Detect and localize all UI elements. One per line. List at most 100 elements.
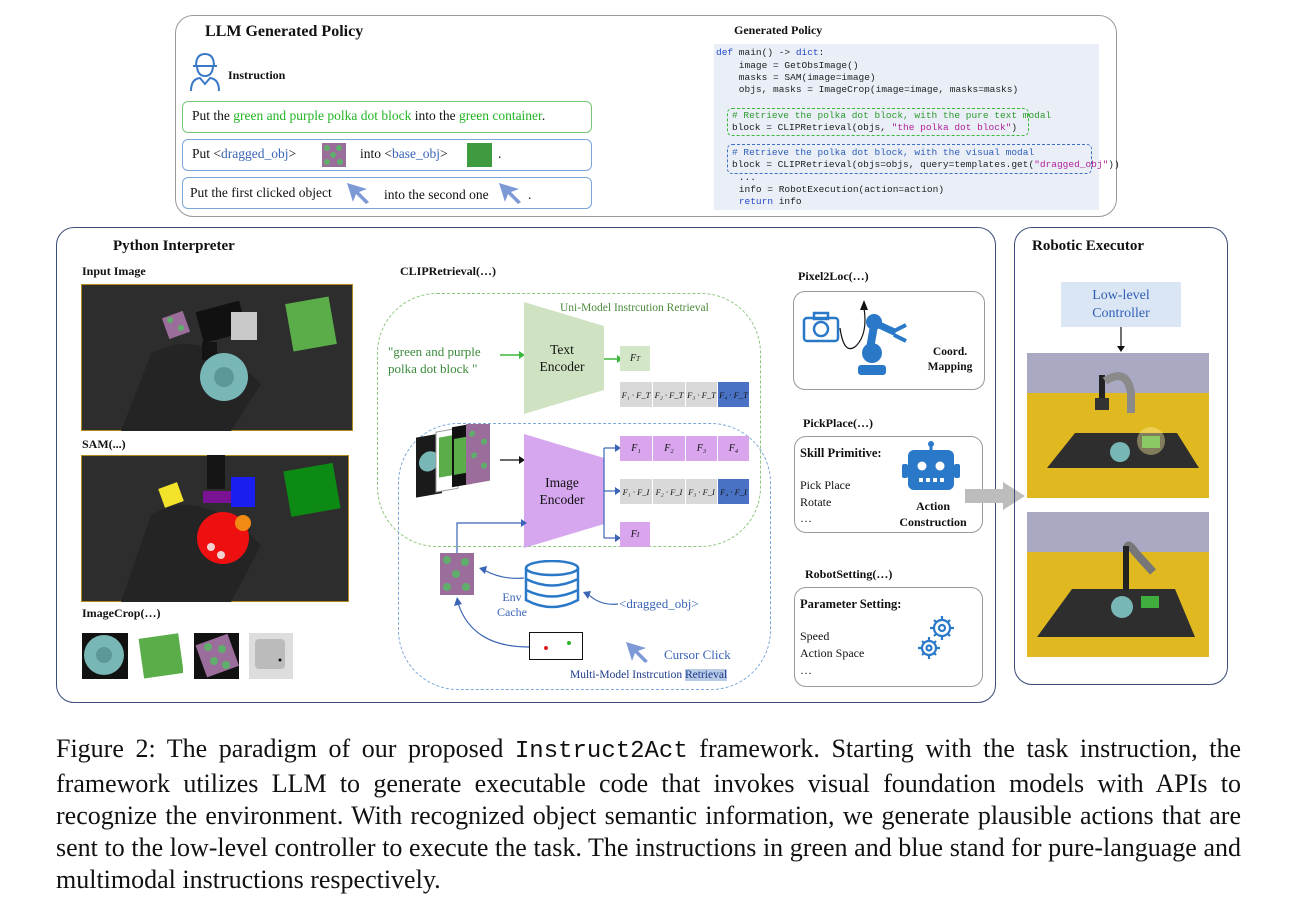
code-comment: # Retrieve the polka dot block, with the… <box>732 110 1052 121</box>
image-feature-cell: F₃ <box>686 436 717 461</box>
code-line: def main() -> dict: <box>716 47 825 58</box>
python-panel-title: Python Interpreter <box>113 238 235 254</box>
python-interpreter-panel <box>56 227 996 703</box>
low-level-controller-box <box>1061 282 1181 327</box>
branch-arrows <box>603 444 621 542</box>
image-product-cell: F₂ · F_I <box>653 479 685 504</box>
pixel2loc-title: Pixel2Loc(…) <box>798 269 869 283</box>
executor-panel-title: Robotic Executor <box>1032 238 1145 254</box>
text-modal-comment-box <box>727 108 1029 136</box>
low-level-controller-label: Low-level Controller <box>1092 288 1150 321</box>
rotate-item: Rotate <box>800 495 832 509</box>
code-line: objs, masks = ImageCrop(image=image, mas… <box>716 84 1019 95</box>
image-feature-cell: F₁ <box>620 436 652 461</box>
cursor-click-label: Cursor Click <box>664 647 731 662</box>
uni-model-label: Uni-Model Instrcution Retrieval <box>560 302 709 314</box>
arrow <box>500 456 525 464</box>
image-product-cell: F₁ · F_I <box>620 479 652 504</box>
crop-bowl <box>82 633 128 679</box>
input-image-label: Input Image <box>82 264 146 278</box>
robotsetting-title: RobotSetting(…) <box>805 567 893 581</box>
input-image <box>81 284 353 431</box>
text-product-cell: F₁ · F_T <box>620 382 652 407</box>
robot-arm-icon <box>858 314 907 375</box>
crop-container <box>138 633 183 679</box>
instruction-pure-language <box>182 101 592 133</box>
cursor-icon <box>626 642 648 663</box>
robot-head-icon <box>902 441 960 490</box>
action-space-item: Action Space <box>800 646 865 660</box>
llm-panel-title: LLM Generated Policy <box>205 23 364 40</box>
sam-label: SAM(...) <box>82 437 126 451</box>
robotic-executor-panel <box>1014 227 1228 685</box>
visual-modal-comment-box <box>727 144 1092 174</box>
cursor-icon <box>347 183 369 204</box>
instruction-template-b: into <base_obj> <box>360 146 448 161</box>
code-line: masks = SAM(image=image) <box>716 72 876 83</box>
sam-image <box>81 455 349 602</box>
llm-policy-panel <box>175 15 1117 217</box>
robotsetting-box <box>794 587 983 687</box>
controller-arrow <box>1117 327 1125 352</box>
screen-box <box>529 632 583 660</box>
gears-icon <box>918 616 954 659</box>
instruction-click <box>182 177 592 209</box>
crop-polka-block <box>194 633 239 679</box>
env-cache-label: Env Cache <box>497 590 527 619</box>
text-product-cell: F₄ · F_T <box>718 382 749 407</box>
code-line: return info <box>738 196 802 207</box>
multi-model-box <box>398 423 771 690</box>
coord-mapping-label: Coord. Mapping <box>927 346 973 373</box>
code-comment: # Retrieve the polka dot block, with the… <box>732 147 1035 158</box>
instruction-click-a: Put the first clicked object <box>190 185 332 200</box>
camera-icon <box>802 311 840 343</box>
database-icon <box>524 560 580 609</box>
cursor-icon <box>499 183 521 204</box>
skill-primitive-label: Skill Primitive: <box>800 446 882 460</box>
figure-caption: Figure 2: The paradigm of our proposed I… <box>56 734 1241 894</box>
dragged-to-cache-arrow <box>583 591 619 605</box>
crop-stack <box>416 424 490 498</box>
pickplace-box <box>794 436 983 533</box>
uni-model-box <box>377 293 761 547</box>
multi-model-label: Multi-Model Instrcution Retrieval <box>570 669 728 681</box>
clip-retrieval-title: CLIPRetrieval(…) <box>400 264 496 278</box>
text-query: "green and purple polka dot block " <box>388 344 481 376</box>
instruction-template <box>182 139 592 171</box>
instruction-label: Instruction <box>228 68 286 82</box>
text-encoder-shape <box>524 302 604 414</box>
query-to-encoder-arrow <box>456 519 527 553</box>
ellipsis-item: … <box>800 511 812 525</box>
dragged-obj-label: <dragged_obj> <box>619 596 699 611</box>
image-feature-cell: F₂ <box>653 436 685 461</box>
image-product-cell: F₃ · F_I <box>686 479 717 504</box>
polka-dot-block-thumbnail <box>322 143 346 167</box>
robot-scene-2 <box>1027 512 1209 657</box>
mapping-curve <box>839 300 868 350</box>
green-container-thumbnail <box>467 143 492 167</box>
pickplace-title: PickPlace(…) <box>803 416 873 430</box>
text-product-cell: F₂ · F_T <box>653 382 685 407</box>
pick-place-item: Pick Place <box>800 478 851 492</box>
generated-policy-title: Generated Policy <box>734 23 823 37</box>
green-dot <box>567 641 571 645</box>
ellipsis-item: … <box>800 663 812 677</box>
person-icon <box>190 52 220 92</box>
image-feature-cell: F₄ <box>718 436 749 461</box>
code-line: block = CLIPRetrieval(objs=objs, query=t… <box>732 159 1120 170</box>
image-encoder-label: Image Encoder <box>539 475 585 507</box>
pixel2loc-box <box>793 291 985 390</box>
cache-to-query-arrow <box>479 566 525 579</box>
arrow <box>500 351 525 359</box>
instruction-template-dot: . <box>498 146 502 161</box>
imagecrop-label: ImageCrop(…) <box>82 606 161 620</box>
robot-scene-1 <box>1027 353 1209 498</box>
instruction-template-a: Put <dragged_obj> <box>192 146 297 161</box>
code-line: image = GetObsImage() <box>716 60 859 71</box>
action-construction-label: Action Construction <box>899 499 967 529</box>
text-product-cell: F₃ · F_T <box>686 382 717 407</box>
parameter-setting-label: Parameter Setting: <box>800 597 902 611</box>
code-block <box>714 44 1099 210</box>
